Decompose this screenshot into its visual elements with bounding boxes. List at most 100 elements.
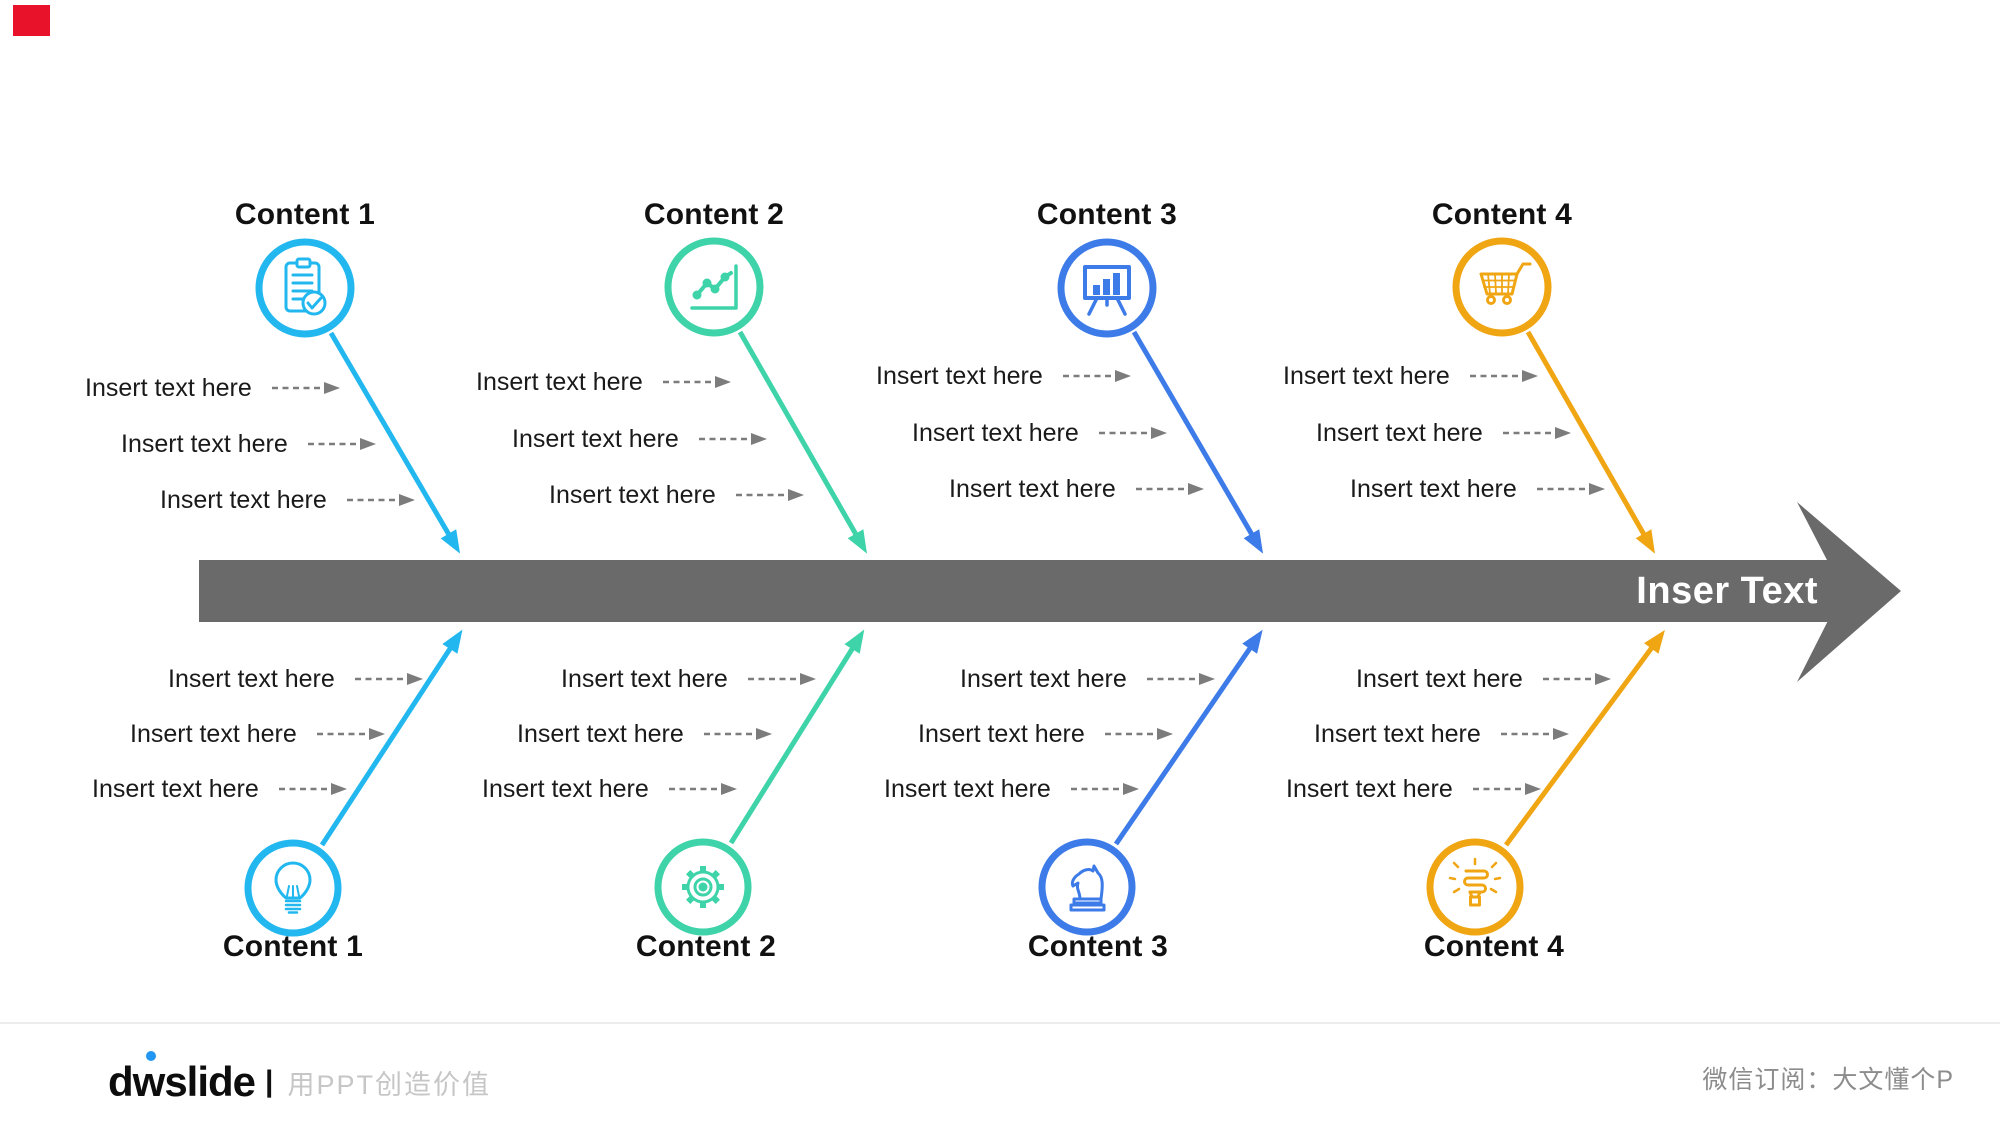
insert-text-label: Insert text here: [918, 720, 1085, 748]
insert-text-row[interactable]: Insert text here: [1314, 717, 1571, 751]
insert-text-label: Insert text here: [876, 362, 1043, 390]
insert-text-label: Insert text here: [85, 374, 252, 402]
insert-text-label: Insert text here: [130, 720, 297, 748]
insert-text-row[interactable]: Insert text here: [960, 662, 1217, 696]
dashed-arrow-icon: [1536, 483, 1605, 495]
chess-knight-icon: [1069, 864, 1106, 912]
logo-dot-icon: [146, 1051, 156, 1061]
insert-text-row[interactable]: Insert text here: [121, 427, 378, 461]
insert-text-label: Insert text here: [549, 481, 716, 509]
insert-text-row[interactable]: Insert text here: [549, 478, 806, 512]
insert-text-row[interactable]: Insert text here: [168, 662, 425, 696]
insert-text-label: Insert text here: [512, 425, 679, 453]
footer: dwslide | 用PPT创造价值: [108, 1051, 491, 1112]
branch-top-3: [1131, 330, 1264, 554]
branch-bottom-3: [1113, 629, 1263, 846]
branch-top-1: [328, 331, 461, 554]
footer-divider: [0, 1022, 2000, 1024]
dashed-arrow-icon: [1104, 728, 1173, 740]
insert-text-row[interactable]: Insert text here: [160, 483, 417, 517]
group-title-bottom-3[interactable]: Content 3: [1027, 930, 1169, 963]
insert-text-label: Insert text here: [1316, 419, 1483, 447]
insert-text-row[interactable]: Insert text here: [912, 416, 1169, 450]
logo-text: dwslide: [108, 1058, 256, 1105]
branch-top-2: [737, 330, 867, 554]
insert-text-row[interactable]: Insert text here: [517, 717, 774, 751]
group-title-bottom-1[interactable]: Content 1: [222, 930, 364, 963]
dashed-arrow-icon: [698, 433, 767, 445]
insert-text-row[interactable]: Insert text here: [476, 365, 733, 399]
insert-text-label: Insert text here: [1283, 362, 1450, 390]
dashed-arrow-icon: [703, 728, 772, 740]
spine-arrowhead: [1797, 502, 1901, 682]
branch-bottom-2: [728, 629, 865, 845]
insert-text-label: Insert text here: [561, 665, 728, 693]
circle-bottom-4: [1426, 838, 1524, 936]
insert-text-label: Insert text here: [884, 775, 1051, 803]
insert-text-row[interactable]: Insert text here: [918, 717, 1175, 751]
insert-text-row[interactable]: Insert text here: [512, 422, 769, 456]
insert-text-row[interactable]: Insert text here: [876, 359, 1133, 393]
branch-bottom-4: [1503, 629, 1665, 847]
group-title-top-1[interactable]: Content 1: [234, 198, 376, 231]
footer-tagline: 用PPT创造价值: [287, 1069, 491, 1100]
clipboard-check-icon: [284, 257, 327, 316]
branch-top-4: [1525, 330, 1655, 554]
insert-text-row[interactable]: Insert text here: [1283, 359, 1540, 393]
dashed-arrow-icon: [1135, 483, 1204, 495]
dashed-arrow-icon: [278, 783, 347, 795]
spine-label[interactable]: Inser Text: [1636, 570, 1818, 612]
dashed-arrow-icon: [316, 728, 385, 740]
group-title-top-3[interactable]: Content 3: [1036, 198, 1178, 231]
insert-text-label: Insert text here: [912, 419, 1079, 447]
group-title-bottom-4[interactable]: Content 4: [1423, 930, 1565, 963]
dashed-arrow-icon: [668, 783, 737, 795]
shopping-cart-icon: [1479, 262, 1532, 305]
insert-text-label: Insert text here: [1286, 775, 1453, 803]
footer-wechat-text: 微信订阅：大文懂个P: [1702, 1066, 1954, 1094]
dashed-arrow-icon: [735, 489, 804, 501]
group-title-top-4[interactable]: Content 4: [1431, 198, 1573, 231]
insert-text-label: Insert text here: [121, 430, 288, 458]
insert-text-row[interactable]: Insert text here: [1356, 662, 1613, 696]
dashed-arrow-icon: [307, 438, 376, 450]
circle-bottom-3: [1038, 838, 1136, 936]
insert-text-label: Insert text here: [168, 665, 335, 693]
insert-text-row[interactable]: Insert text here: [1286, 772, 1543, 806]
dashed-arrow-icon: [1502, 427, 1571, 439]
insert-text-row[interactable]: Insert text here: [1350, 472, 1607, 506]
insert-text-row[interactable]: Insert text here: [1316, 416, 1573, 450]
dashed-arrow-icon: [1098, 427, 1167, 439]
group-title-bottom-2[interactable]: Content 2: [635, 930, 777, 963]
lightbulb-icon: [274, 861, 312, 914]
logo-separator: |: [265, 1065, 274, 1098]
dashed-arrow-icon: [1469, 370, 1538, 382]
insert-text-row[interactable]: Insert text here: [561, 662, 818, 696]
dashed-arrow-icon: [346, 494, 415, 506]
insert-text-label: Insert text here: [960, 665, 1127, 693]
insert-text-row[interactable]: Insert text here: [884, 772, 1141, 806]
insert-text-row[interactable]: Insert text here: [482, 772, 739, 806]
dashed-arrow-icon: [747, 673, 816, 685]
insert-text-label: Insert text here: [160, 486, 327, 514]
dashed-arrow-icon: [1070, 783, 1139, 795]
insert-text-label: Insert text here: [517, 720, 684, 748]
insert-text-row[interactable]: Insert text here: [85, 371, 342, 405]
dashed-arrow-icon: [1062, 370, 1131, 382]
insert-text-label: Insert text here: [482, 775, 649, 803]
line-chart-icon: [690, 264, 738, 310]
insert-text-row[interactable]: Insert text here: [949, 472, 1206, 506]
brand-mark: [13, 5, 50, 36]
spine-shaft: [199, 560, 1848, 622]
branch-bottom-1: [319, 629, 463, 847]
presentation-chart-icon: [1083, 265, 1131, 316]
dashed-arrow-icon: [662, 376, 731, 388]
insert-text-row[interactable]: Insert text here: [92, 772, 349, 806]
insert-text-label: Insert text here: [1356, 665, 1523, 693]
insert-text-row[interactable]: Insert text here: [130, 717, 387, 751]
insert-text-label: Insert text here: [1350, 475, 1517, 503]
group-title-top-2[interactable]: Content 2: [643, 198, 785, 231]
dashed-arrow-icon: [271, 382, 340, 394]
insert-text-label: Insert text here: [92, 775, 259, 803]
